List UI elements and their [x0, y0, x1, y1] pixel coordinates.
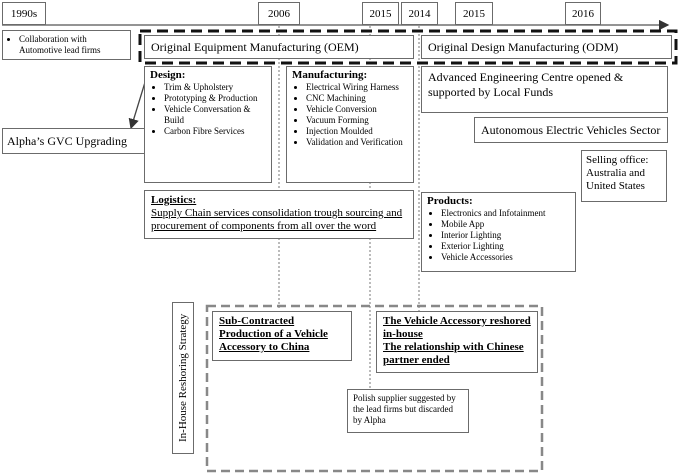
- manufacturing-item: Vehicle Conversion: [306, 104, 408, 115]
- oem-title: Original Equipment Manufacturing (OEM): [144, 35, 414, 59]
- year-2016: 2016: [565, 2, 601, 25]
- reshored-line-1: The Vehicle Accessory reshored in-house: [383, 315, 531, 340]
- subcontracted-box: Sub-Contracted Production of a Vehicle A…: [212, 311, 352, 361]
- year-2015-b: 2015: [455, 2, 493, 25]
- products-item: Mobile App: [441, 219, 570, 230]
- engineering-centre-box: Advanced Engineering Centre opened & sup…: [421, 66, 668, 113]
- manufacturing-box: Manufacturing: Electrical Wiring Harness…: [286, 66, 414, 183]
- year-2014: 2014: [401, 2, 438, 25]
- ev-sector-box: Autonomous Electric Vehicles Sector: [474, 117, 668, 143]
- products-item: Exterior Lighting: [441, 241, 570, 252]
- reshored-box: The Vehicle Accessory reshored in-house …: [376, 311, 538, 373]
- manufacturing-item: CNC Machining: [306, 93, 408, 104]
- year-2015-a: 2015: [362, 2, 399, 25]
- design-item: Prototyping & Production: [164, 93, 266, 104]
- selling-office-box: Selling office: Australia and United Sta…: [581, 150, 667, 202]
- products-item: Electronics and Infotainment: [441, 208, 570, 219]
- early-collaboration-item: Collaboration with Automotive lead firms: [19, 34, 128, 56]
- year-1990s: 1990s: [2, 2, 46, 25]
- early-collaboration-box: Collaboration with Automotive lead firms: [2, 30, 131, 60]
- reshoring-dashed-frame: [205, 304, 544, 473]
- products-item: Interior Lighting: [441, 230, 570, 241]
- design-heading: Design:: [150, 69, 186, 81]
- products-item: Vehicle Accessories: [441, 252, 570, 263]
- logistics-heading: Logistics:: [151, 194, 197, 206]
- design-item: Carbon Fibre Services: [164, 126, 266, 137]
- design-item: Trim & Upholstery: [164, 82, 266, 93]
- oem-odm-dashed-frame: [138, 29, 678, 65]
- odm-title: Original Design Manufacturing (ODM): [421, 35, 672, 59]
- manufacturing-item: Vacuum Forming: [306, 115, 408, 126]
- products-box: Products: Electronics and Infotainment M…: [421, 192, 576, 272]
- logistics-box: Logistics: Supply Chain services consoli…: [144, 190, 414, 239]
- products-heading: Products:: [427, 195, 473, 207]
- manufacturing-heading: Manufacturing:: [292, 69, 368, 81]
- manufacturing-item: Injection Moulded: [306, 126, 408, 137]
- logistics-text: Supply Chain services consolidation trou…: [151, 207, 403, 232]
- design-box: Design: Trim & Upholstery Prototyping & …: [144, 66, 272, 183]
- reshored-line-2: The relationship with Chinese partner en…: [383, 341, 524, 366]
- reshoring-strategy-label: In-House Reshoring Strategy: [172, 302, 194, 454]
- gvc-upgrading-box: Alpha’s GVC Upgrading: [2, 128, 161, 154]
- polish-supplier-note: Polish supplier suggested by the lead fi…: [347, 389, 469, 433]
- year-2006: 2006: [258, 2, 300, 25]
- design-item: Vehicle Conversation & Build: [164, 104, 266, 126]
- manufacturing-item: Validation and Verification: [306, 137, 408, 148]
- manufacturing-item: Electrical Wiring Harness: [306, 82, 408, 93]
